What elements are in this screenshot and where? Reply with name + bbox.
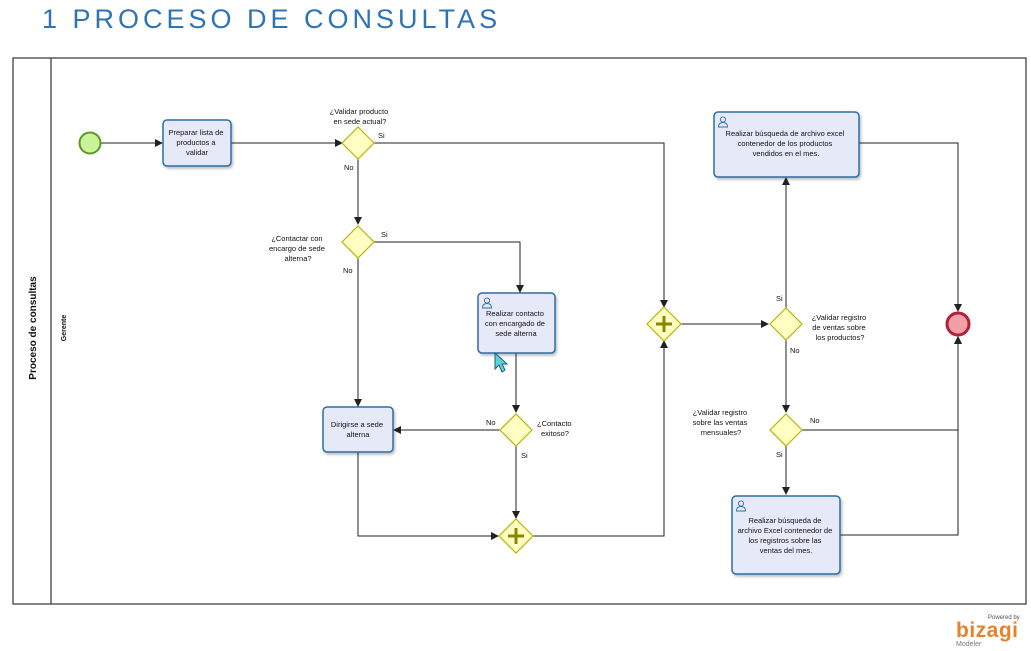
start-event[interactable] (78, 131, 102, 155)
task-label-line: Dirigirse a sede (331, 420, 383, 429)
task-label-line: Realizar búsqueda de archivo excel (726, 129, 845, 138)
flow-label-no: No (486, 418, 496, 427)
task-label-line: los registros sobre las (748, 536, 821, 545)
task-busqueda-vendidos[interactable]: Realizar búsqueda de archivo excel conte… (713, 111, 860, 178)
user-task-icon (718, 116, 728, 128)
task-label-line: alterna (347, 430, 371, 439)
svg-text:Realizar búsqueda de arc: Realizar búsqueda de archivo Excel conte… (738, 516, 835, 555)
svg-text:Dirigirse a sede alterna: Dirigirse a sede alterna (331, 420, 385, 439)
powered-by-text: Powered by (988, 615, 1020, 621)
gateway-label: ¿Validar producto en sede actual? (330, 107, 391, 126)
plus-icon (656, 316, 672, 332)
gateway-label: ¿Validar registro sobre las ventas mensu… (693, 408, 750, 437)
task-busqueda-mes[interactable]: Realizar búsqueda de archivo Excel conte… (731, 495, 841, 575)
task-preparar-lista[interactable]: Preparar lista de productos a validar (162, 119, 232, 167)
flow-vendidos-end (859, 142, 962, 312)
gateway-label: ¿Validar registro de ventas sobre los pr… (812, 313, 869, 342)
modeler-text: Modeler (956, 641, 982, 648)
end-event[interactable] (945, 311, 971, 337)
gateway-label: ¿Contacto exitoso? (537, 419, 574, 438)
task-label-line: sede alterna (495, 329, 537, 338)
task-label-line: Preparar lista de (168, 128, 223, 137)
task-label-line: vendidos en el mes. (753, 149, 820, 158)
flow-label-no: No (343, 266, 353, 275)
page-title: 1 PROCESO DE CONSULTAS (42, 4, 502, 34)
flow-gw1-si-join (374, 142, 668, 308)
flow-mes-end (840, 336, 962, 536)
task-label-line: Realizar búsqueda de (748, 516, 821, 525)
flow-dirigirse-join2 (357, 452, 499, 540)
task-label-line: archivo Excel contenedor de (738, 526, 833, 535)
flow-label-no: No (790, 346, 800, 355)
flow-label-si: Si (521, 451, 528, 460)
gateway-validar-mensuales[interactable] (769, 413, 803, 447)
user-task-icon (736, 500, 746, 512)
flow-label-si: Si (378, 131, 385, 140)
task-label-line: productos a (176, 138, 216, 147)
parallel-gateway-join-2[interactable] (498, 518, 534, 554)
flow-label-no: No (344, 163, 354, 172)
gateway-validar-registro[interactable] (769, 307, 803, 341)
gateway-validar-producto[interactable] (341, 126, 375, 160)
flow-label-si: Si (776, 450, 783, 459)
flow-gw2-si-contacto (374, 241, 524, 293)
svg-text:Realizar contacto con en: Realizar contacto con encargado de sede … (485, 309, 547, 338)
task-label-line: con encargado de (485, 319, 545, 328)
task-label-line: validar (186, 148, 209, 157)
mouse-cursor-icon (494, 351, 509, 373)
bizagi-logo: bizagi (956, 619, 1019, 642)
task-label-line: contenedor de los productos (738, 139, 833, 148)
flow-join2-join (532, 340, 668, 537)
flow-label-si: Si (381, 230, 388, 239)
pool-name: Proceso de consultas (28, 276, 39, 380)
task-label-line: ventas del mes. (760, 546, 813, 555)
lane-name: Gerente (61, 315, 68, 342)
user-task-icon (482, 297, 492, 309)
plus-icon (508, 528, 524, 544)
parallel-gateway-join[interactable] (646, 306, 682, 342)
task-realizar-contacto[interactable]: Realizar contacto con encargado de sede … (477, 292, 556, 354)
gateway-contactar[interactable] (341, 225, 375, 259)
flow-label-no: No (810, 416, 820, 425)
flow-label-si: Si (776, 294, 783, 303)
gateway-label: ¿Contactar con encargo de sede alterna? (269, 234, 327, 263)
svg-text:Realizar búsqueda de archivo e: Realizar búsqueda de archivo excel conte… (726, 129, 847, 158)
task-dirigirse-sede[interactable]: Dirigirse a sede alterna (322, 406, 394, 453)
task-label-line: Realizar contacto (486, 309, 544, 318)
sequence-flows (101, 139, 962, 540)
svg-text:Preparar lista de produc: Preparar lista de productos a validar (168, 128, 225, 157)
gateway-contacto-exitoso[interactable] (499, 413, 533, 447)
